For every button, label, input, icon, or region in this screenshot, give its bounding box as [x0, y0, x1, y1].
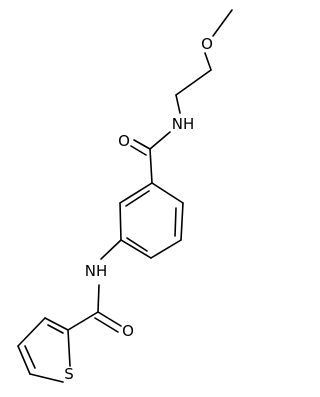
ring-inner-bond-1 — [174, 207, 177, 237]
bond-carbonyl-thiophene — [67, 311, 99, 331]
bond-carbonyl-o-bottom-1 — [97, 311, 122, 327]
ring-bond-4 — [120, 239, 152, 259]
bond-o-ch2 — [204, 52, 212, 71]
ring-inner-bond-3 — [125, 190, 150, 207]
bond-ch2-ch2 — [175, 69, 212, 96]
atom-label-carbonyl-o-top: O — [118, 132, 130, 150]
bond-ch2-nh — [175, 94, 181, 114]
ring-bond-1 — [151, 182, 184, 204]
bond-nh-carbonyl — [149, 131, 171, 150]
bond-nh-carbonyl-2 — [97, 284, 100, 313]
ring-bond-2 — [180, 202, 184, 241]
thiophene-inner-bond-2 — [47, 324, 64, 334]
thiophene-bond-s-c5 — [29, 373, 64, 383]
thiophene-bond-c3-c2 — [44, 317, 69, 331]
ring-bond-3 — [150, 239, 182, 259]
bond-carbonyl-o-top-1 — [133, 139, 151, 150]
ring-bond-6 — [119, 182, 153, 204]
atom-label-amide-nh-bottom: NH — [85, 262, 108, 280]
ring-bond-5 — [119, 202, 122, 241]
bond-carbonyl-o-top-2 — [130, 145, 147, 156]
thiophene-inner-bond-1 — [24, 345, 36, 369]
bond-ring-nh — [100, 239, 122, 260]
atom-label-thiophene-s: S — [64, 365, 74, 383]
thiophene-bond-c2-s — [67, 329, 71, 367]
atom-label-carbonyl-o-bottom: O — [122, 322, 134, 340]
atom-label-amide-nh-top: NH — [172, 115, 195, 133]
ring-inner-bond-2 — [126, 237, 148, 252]
thiophene-bond-c5-c4 — [17, 345, 31, 375]
bond-carbonyl-ring — [149, 148, 153, 184]
molecule-structure: O NH O NH O S — [17, 9, 233, 383]
atom-label-methoxy-o: O — [201, 35, 213, 53]
bond-methyl-o — [212, 9, 233, 37]
bond-carbonyl-o-bottom-2 — [94, 317, 119, 333]
thiophene-bond-c4-c3 — [17, 317, 46, 347]
